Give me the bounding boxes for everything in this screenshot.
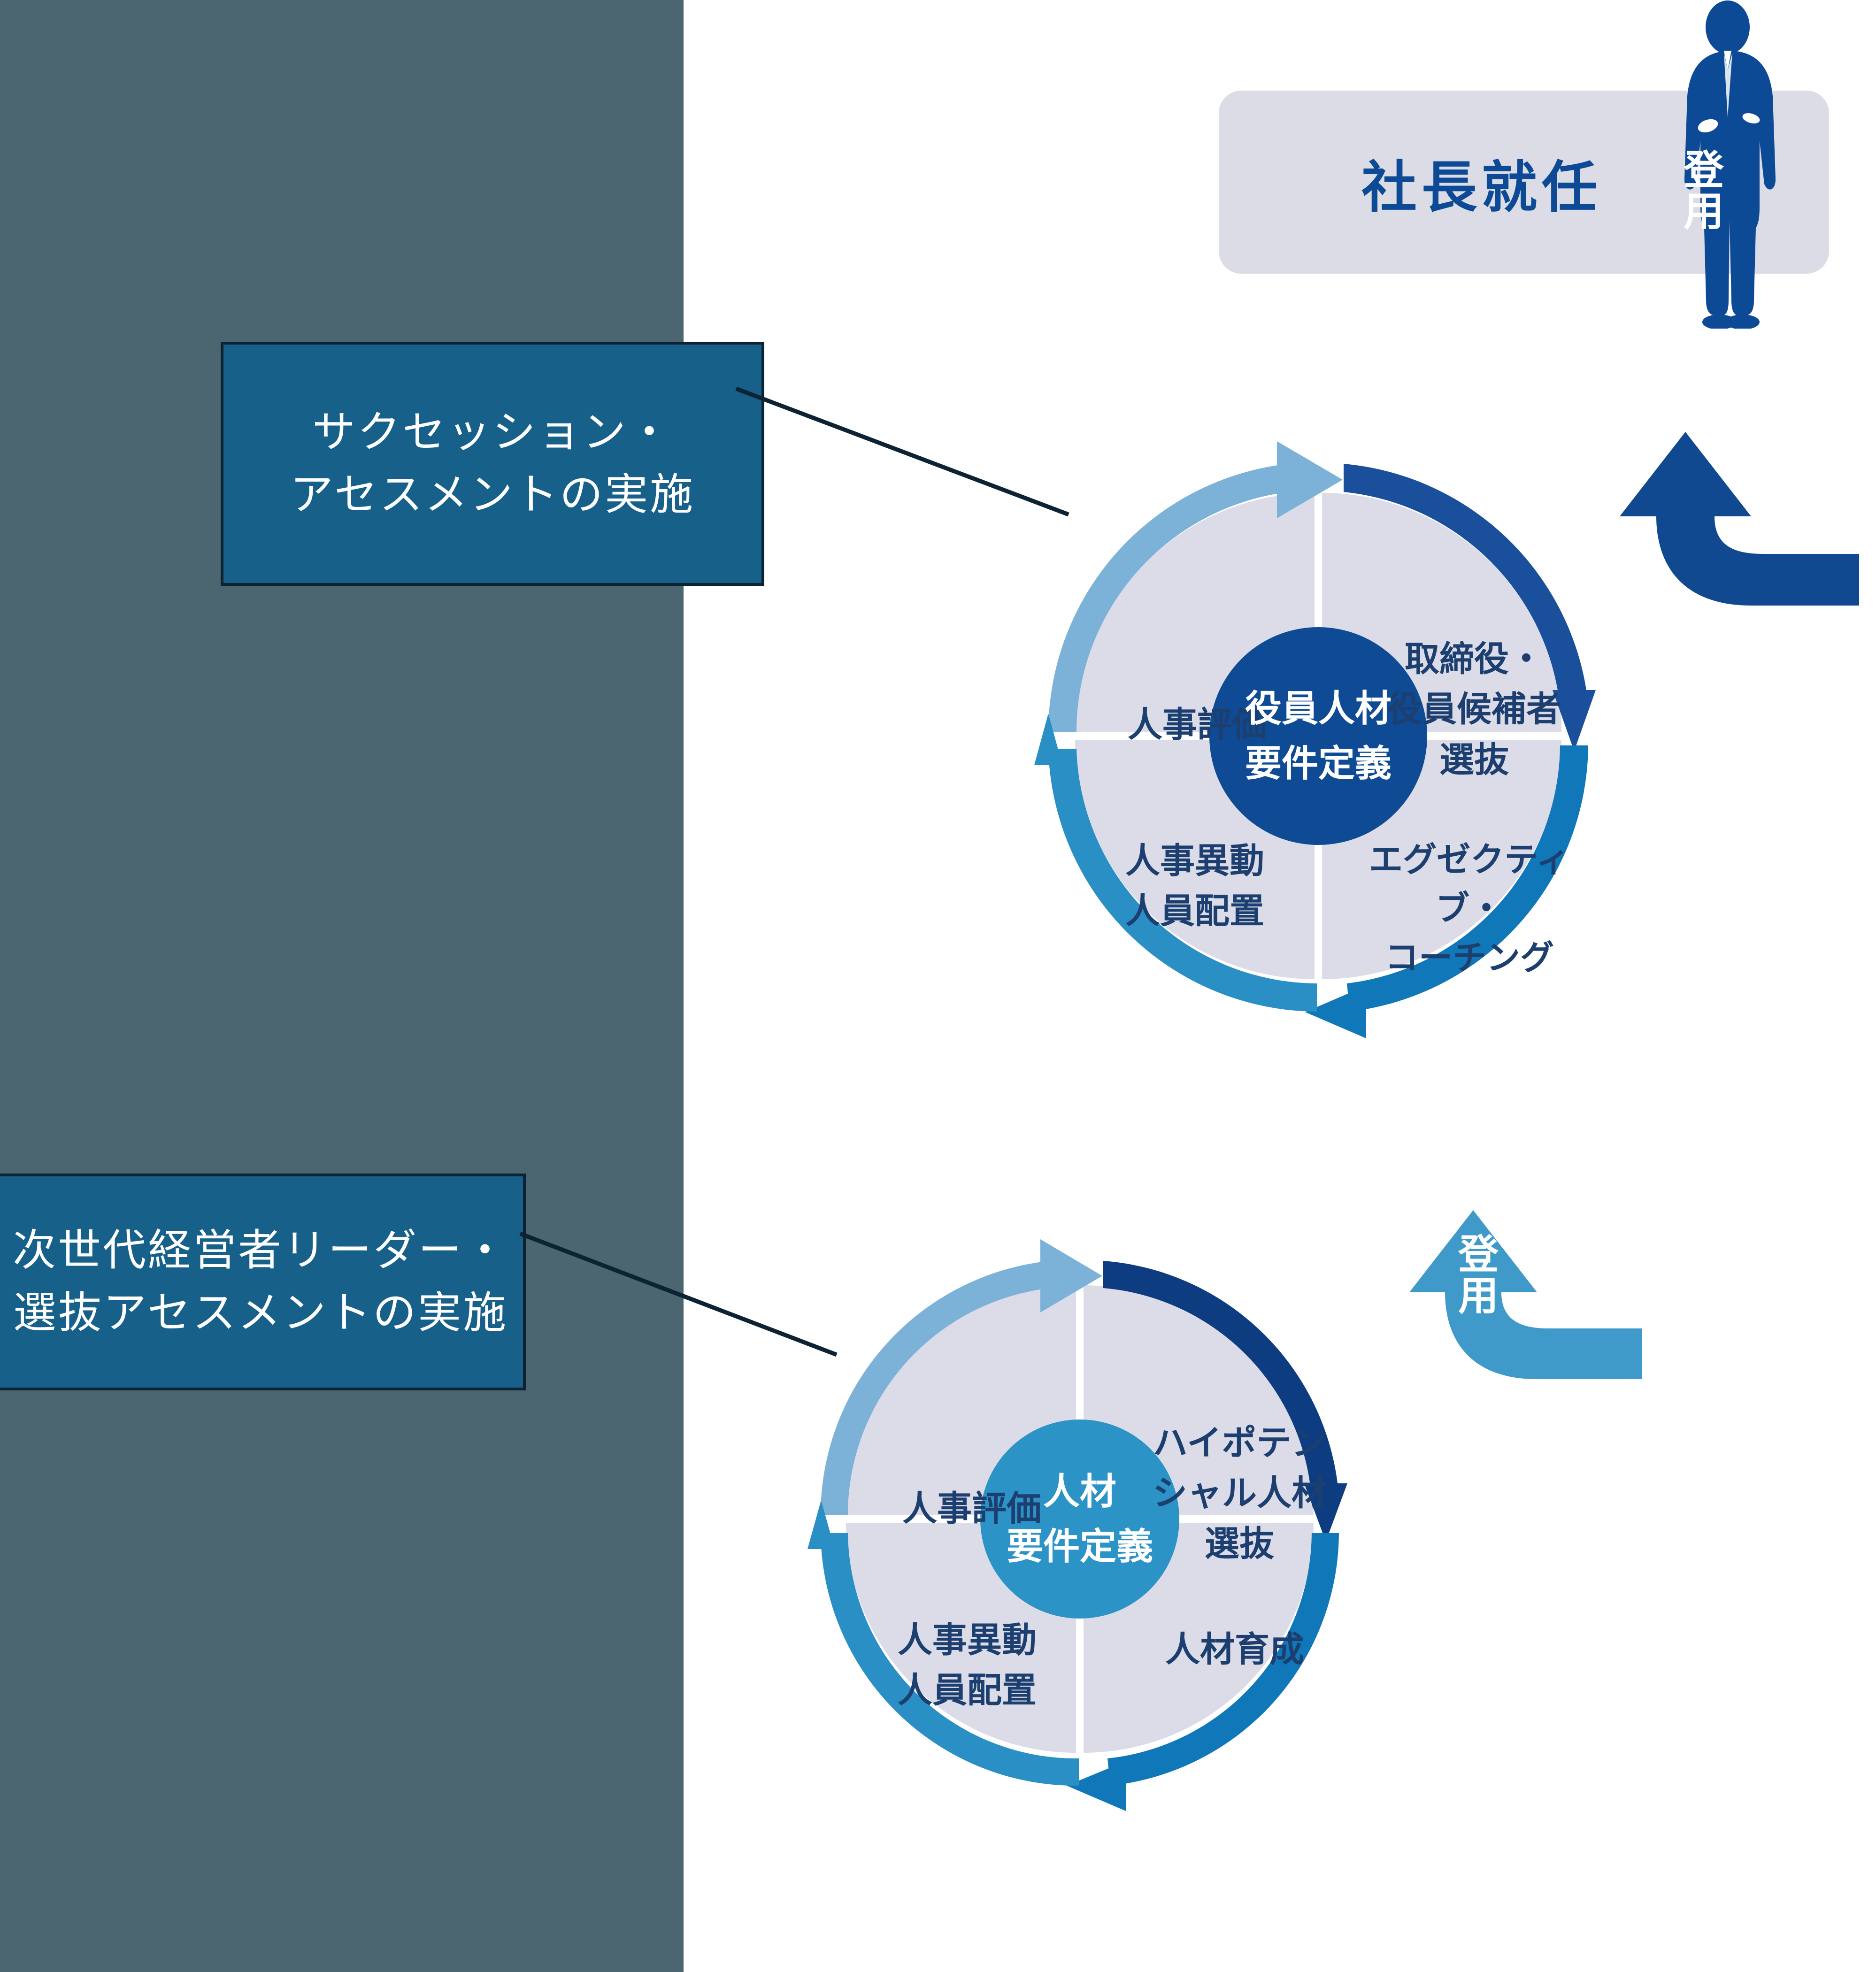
- executive-arrowhead-left: [1034, 714, 1062, 765]
- executive-quadrant-label-top-right: 取締役・ 役員候補者 選抜: [1387, 639, 1561, 779]
- talent-arrowhead-top: [1040, 1239, 1102, 1312]
- left-side-panel: [0, 0, 684, 1972]
- talent-arc-bottom-left: [821, 1533, 1079, 1786]
- talent-arc-top-right: [1103, 1261, 1339, 1500]
- promote-arrow-executive: [1620, 432, 1859, 606]
- executive-cycle-graphic: [1034, 441, 1596, 1038]
- talent-center-disc: [980, 1420, 1179, 1619]
- executive-arc-top-left: [1048, 464, 1289, 732]
- talent-arc-top-left: [820, 1261, 1051, 1515]
- executive-arrowhead-top: [1277, 441, 1343, 518]
- talent-arrowhead-bottom: [1067, 1761, 1126, 1811]
- executive-arc-top-right: [1344, 464, 1588, 707]
- talent-cycle-graphic: [807, 1239, 1347, 1811]
- callout-succession-assessment-text: サクセッション・ アセスメントの実施: [290, 408, 695, 519]
- talent-pipeline-cycle: 人事評価 ハイポテン シャル人材 選抜 人材育成 人事異動 人員配置 人材 要件…: [671, 1127, 1376, 1953]
- promote-arrow-highpotential: [1409, 1210, 1642, 1379]
- promote-arrow-highpotential-label: 登 用: [1458, 1232, 1499, 1319]
- talent-quadrant-label-top-right: ハイポテン シャル人材 選抜: [1153, 1423, 1326, 1563]
- talent-arc-bottom-right: [1107, 1533, 1339, 1786]
- executive-arrowhead-bottom: [1305, 986, 1366, 1038]
- executive-quadrant-label-bottom-right: エグゼクティブ・ コーチング: [1369, 841, 1570, 977]
- businessman-silhouette-icon: [1684, 0, 1776, 329]
- president-appointment-label: 社長就任: [1361, 156, 1602, 219]
- callout-next-gen-leader-assessment-text: 次世代経営者リーダー・ 選抜アセスメントの実施: [12, 1226, 508, 1337]
- talent-quadrant-label-bottom-right: 人材育成: [1165, 1630, 1304, 1669]
- executive-arc-bottom-left: [1048, 749, 1317, 1012]
- callout-next-gen-leader-assessment[interactable]: 次世代経営者リーダー・ 選抜アセスメントの実施: [0, 1174, 526, 1390]
- talent-arrowhead-left: [807, 1500, 835, 1549]
- executive-center-label: 役員人材 要件定義: [1245, 688, 1392, 784]
- talent-arrowhead-right: [1304, 1483, 1347, 1542]
- talent-quadrant-label-bottom-left: 人事異動 人員配置: [898, 1620, 1037, 1710]
- executive-arrowhead-right: [1553, 690, 1596, 751]
- executive-arc-bottom-right: [1347, 745, 1588, 1012]
- executive-center-disc: [1209, 627, 1427, 845]
- talent-quadrant-label-top-left: 人事評価: [902, 1489, 1041, 1528]
- executive-quadrant-label-top-left: 人事評価: [1128, 705, 1267, 744]
- talent-center-label: 人材 要件定義: [1006, 1471, 1153, 1567]
- executive-talent-cycle: 人事評価 取締役・ 役員候補者 選抜 エグゼクティブ・ コーチング 人事異動 人…: [892, 329, 1596, 1155]
- promote-arrow-executive-label: 登 用: [1684, 148, 1725, 234]
- callout-succession-assessment[interactable]: サクセッション・ アセスメントの実施: [221, 342, 764, 586]
- executive-quadrant-label-bottom-left: 人事異動 人員配置: [1125, 841, 1264, 931]
